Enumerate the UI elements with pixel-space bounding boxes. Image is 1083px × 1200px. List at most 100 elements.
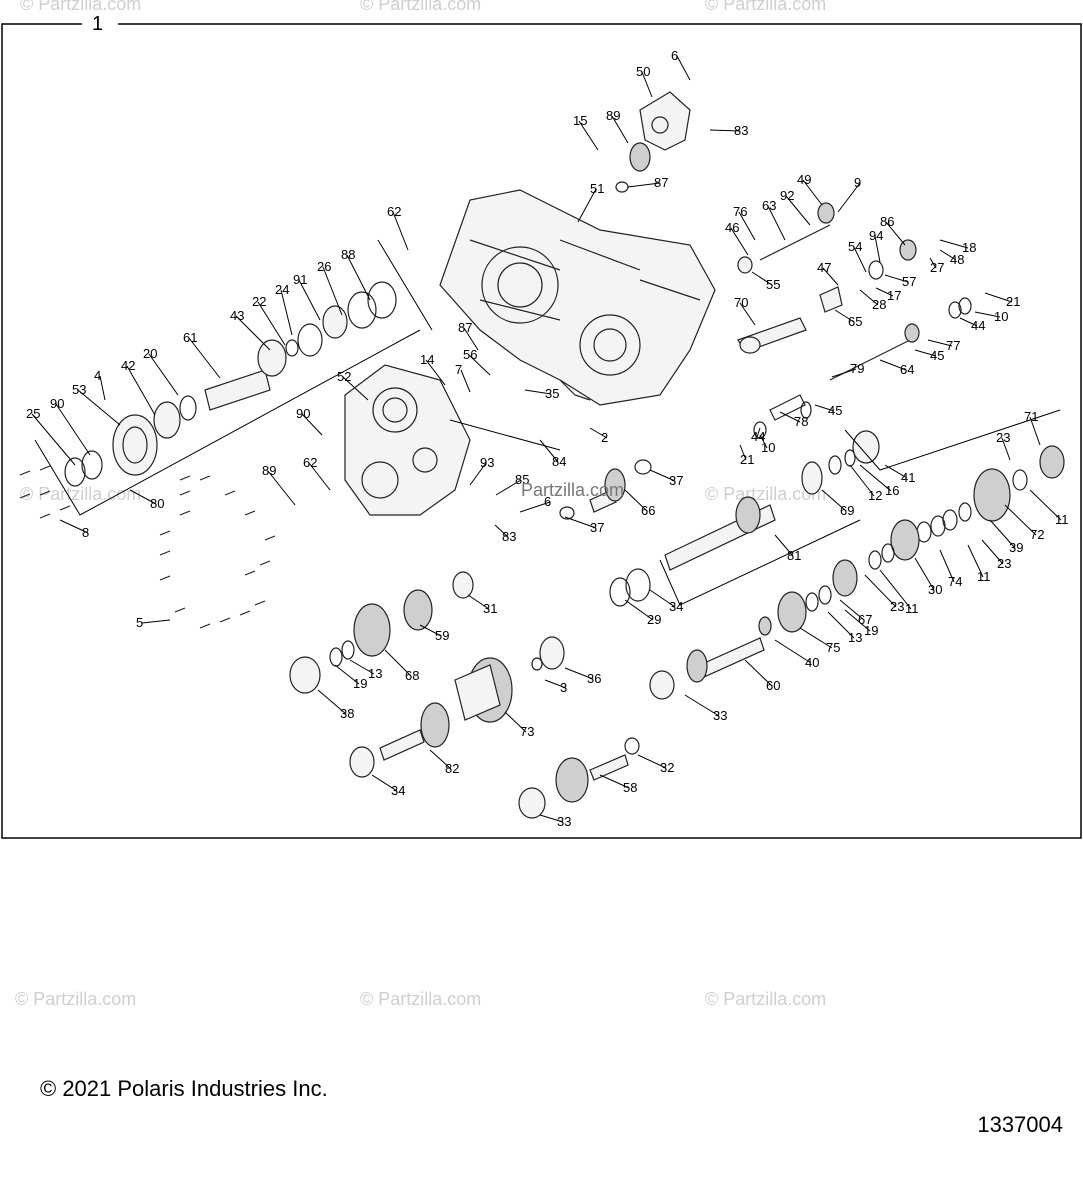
callout-label: 58 <box>623 780 637 795</box>
callout-label: 36 <box>587 671 601 686</box>
callout-label: 62 <box>303 455 317 470</box>
callout-leader <box>624 489 648 512</box>
callout-leader <box>467 594 490 610</box>
callout-label: 23 <box>996 430 1010 445</box>
callout-leader <box>821 489 847 512</box>
callout-label: 33 <box>557 814 571 829</box>
callout-label: 45 <box>930 348 944 363</box>
callout-leader <box>676 55 691 81</box>
callout-leader <box>419 624 442 637</box>
callout-label: 26 <box>317 259 331 274</box>
callout-leader <box>31 413 76 466</box>
callout-leader <box>864 574 897 608</box>
callout-leader <box>649 589 676 608</box>
callout-leader <box>885 221 906 246</box>
callout-label: 4 <box>94 368 101 383</box>
callout-leader <box>524 389 552 395</box>
callout-leader <box>346 254 371 301</box>
callout-leader <box>939 239 969 249</box>
callout-label: 54 <box>848 239 862 254</box>
callout-label: 13 <box>368 666 382 681</box>
callout-leader <box>774 534 794 557</box>
output-shaft-assembly <box>64 281 397 487</box>
callout-leader <box>839 599 865 621</box>
callout-label: 81 <box>787 548 801 563</box>
callout-label: 68 <box>405 668 419 683</box>
callout-label: 38 <box>340 706 354 721</box>
callout-leader <box>874 235 881 263</box>
callout-label: 83 <box>502 529 516 544</box>
callout-leader <box>827 611 855 639</box>
callout-leader <box>730 227 749 256</box>
callout-label: 23 <box>890 599 904 614</box>
callout-leader <box>627 182 661 188</box>
callout-leader <box>148 353 179 396</box>
callout-label: 88 <box>341 247 355 262</box>
callout-leader <box>1004 504 1037 536</box>
callout-label: 5 <box>136 615 143 630</box>
callout-leader <box>767 205 786 241</box>
callout-leader <box>494 524 509 538</box>
callout-label: 37 <box>669 473 683 488</box>
callout-leader <box>126 365 156 416</box>
callout-label: 10 <box>761 440 775 455</box>
callout-label: 48 <box>950 252 964 267</box>
callout-label: 44 <box>751 429 765 444</box>
drawing-number: 1337004 <box>977 1112 1063 1137</box>
callout-leader <box>802 179 823 206</box>
callout-leader <box>141 619 171 624</box>
callout-label: 21 <box>740 452 754 467</box>
callout-label: 55 <box>766 277 780 292</box>
callout-label: 94 <box>869 228 883 243</box>
callout-leader <box>577 188 597 223</box>
callout-leader <box>392 211 409 251</box>
callout-label: 30 <box>928 582 942 597</box>
callout-leader <box>641 71 653 98</box>
callout-label: 89 <box>262 463 276 478</box>
callout-label: 72 <box>1030 527 1044 542</box>
callout-label: 14 <box>420 352 434 367</box>
callout-label: 75 <box>826 640 840 655</box>
transmission-case-cover <box>344 364 471 516</box>
callout-label: 33 <box>713 708 727 723</box>
copyright: © 2021 Polaris Industries Inc. <box>40 1076 328 1101</box>
callout-label: 66 <box>641 503 655 518</box>
callout-label: 74 <box>948 574 962 589</box>
callout-leader <box>504 711 527 733</box>
callout-leader <box>322 266 343 316</box>
callout-leader <box>564 667 594 680</box>
callout-label: 45 <box>828 403 842 418</box>
callout-leader <box>981 539 1004 565</box>
callout-leader <box>974 311 1001 318</box>
callout-leader <box>624 599 654 621</box>
callout-leader <box>785 195 811 226</box>
callout-leader <box>578 120 599 151</box>
callout-label: 11 <box>977 569 991 584</box>
callout-label: 90 <box>50 396 64 411</box>
callout-leader <box>859 289 879 306</box>
callout-leader <box>564 516 597 529</box>
callout-label: 6 <box>544 494 551 509</box>
callout-label: 3 <box>560 680 567 695</box>
callout-leader <box>875 287 894 297</box>
callout-label: 65 <box>848 314 862 329</box>
callout-label: 6 <box>671 48 678 63</box>
callout-leader <box>539 439 559 463</box>
callout-label: 17 <box>887 288 901 303</box>
callout-label: 83 <box>734 123 748 138</box>
callout-leader <box>469 462 487 486</box>
callout-leader <box>317 689 347 715</box>
callout-leader <box>371 774 398 792</box>
callout-leader <box>384 649 412 677</box>
callout-label: 49 <box>797 172 811 187</box>
callout-leader <box>984 292 1013 303</box>
callout-leader <box>834 309 855 323</box>
callout-label: 70 <box>734 295 748 310</box>
callout-label: 11 <box>905 601 919 616</box>
frame-number: 1 <box>92 13 103 35</box>
callout-leader <box>334 664 360 685</box>
callout-label: 28 <box>872 297 886 312</box>
callout-leader <box>927 339 953 347</box>
callout-leader <box>544 679 567 689</box>
